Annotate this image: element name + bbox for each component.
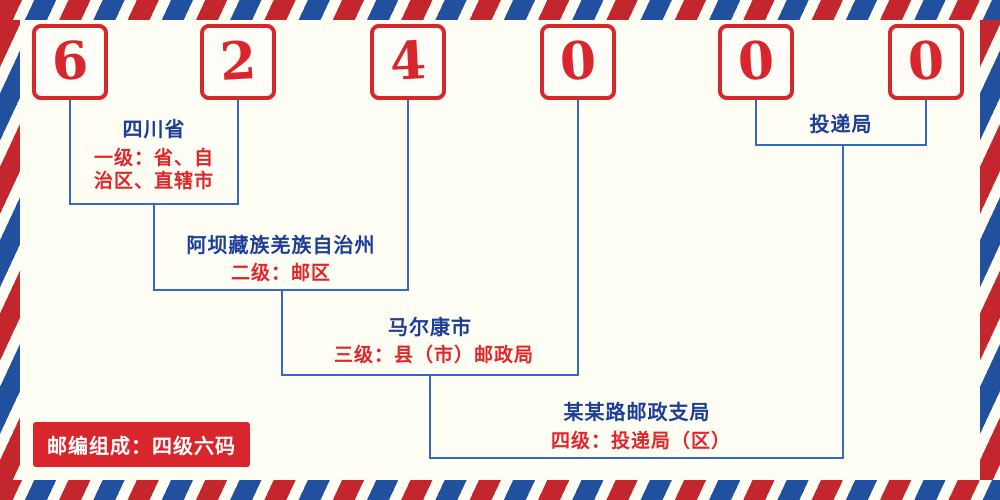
connector-line bbox=[842, 144, 844, 459]
connector-line bbox=[153, 203, 155, 291]
airmail-border-left bbox=[0, 20, 20, 480]
airmail-border-bottom bbox=[0, 480, 1000, 500]
level2-desc-label: 二级：邮区 bbox=[230, 263, 332, 284]
digit-box-5: 0 bbox=[718, 24, 794, 100]
connector-line bbox=[407, 100, 409, 291]
digit-2: 2 bbox=[218, 30, 258, 93]
airmail-border-right bbox=[980, 20, 1000, 480]
connector-line bbox=[237, 100, 239, 205]
connector-line bbox=[429, 374, 431, 459]
level1-name-label: 四川省 bbox=[122, 119, 186, 141]
connector-line bbox=[755, 100, 757, 146]
delivery-office-label: 投递局 bbox=[809, 114, 873, 136]
level4-name-label: 某某路邮政支局 bbox=[563, 402, 711, 424]
level3-name-label: 马尔康市 bbox=[388, 317, 472, 339]
digit-box-6: 0 bbox=[888, 24, 964, 100]
level1-desc-line2: 治区、直辖市 bbox=[93, 171, 215, 192]
digit-5: 0 bbox=[736, 30, 776, 93]
digit-6: 0 bbox=[906, 30, 946, 93]
airmail-border-top bbox=[0, 0, 1000, 20]
digit-box-2: 2 bbox=[200, 24, 276, 100]
connector-line bbox=[755, 144, 927, 146]
connector-line bbox=[69, 100, 71, 205]
level2-name-label: 阿坝藏族羌族自治州 bbox=[186, 235, 376, 257]
digit-box-4: 0 bbox=[540, 24, 616, 100]
digit-3: 4 bbox=[388, 30, 428, 93]
connector-line bbox=[577, 100, 579, 376]
digit-1: 6 bbox=[50, 30, 90, 93]
level1-desc-line1: 一级：省、自 bbox=[93, 148, 215, 169]
digit-4: 0 bbox=[558, 30, 598, 93]
connector-line bbox=[281, 289, 283, 376]
connector-line bbox=[925, 100, 927, 146]
level4-desc-label: 四级：投递局（区） bbox=[550, 431, 732, 452]
connector-line bbox=[429, 457, 844, 459]
digit-box-3: 4 bbox=[370, 24, 446, 100]
level3-desc-label: 三级：县（市）邮政局 bbox=[333, 345, 535, 366]
digit-box-1: 6 bbox=[32, 24, 108, 100]
composition-badge: 邮编组成：四级六码 bbox=[33, 422, 250, 467]
